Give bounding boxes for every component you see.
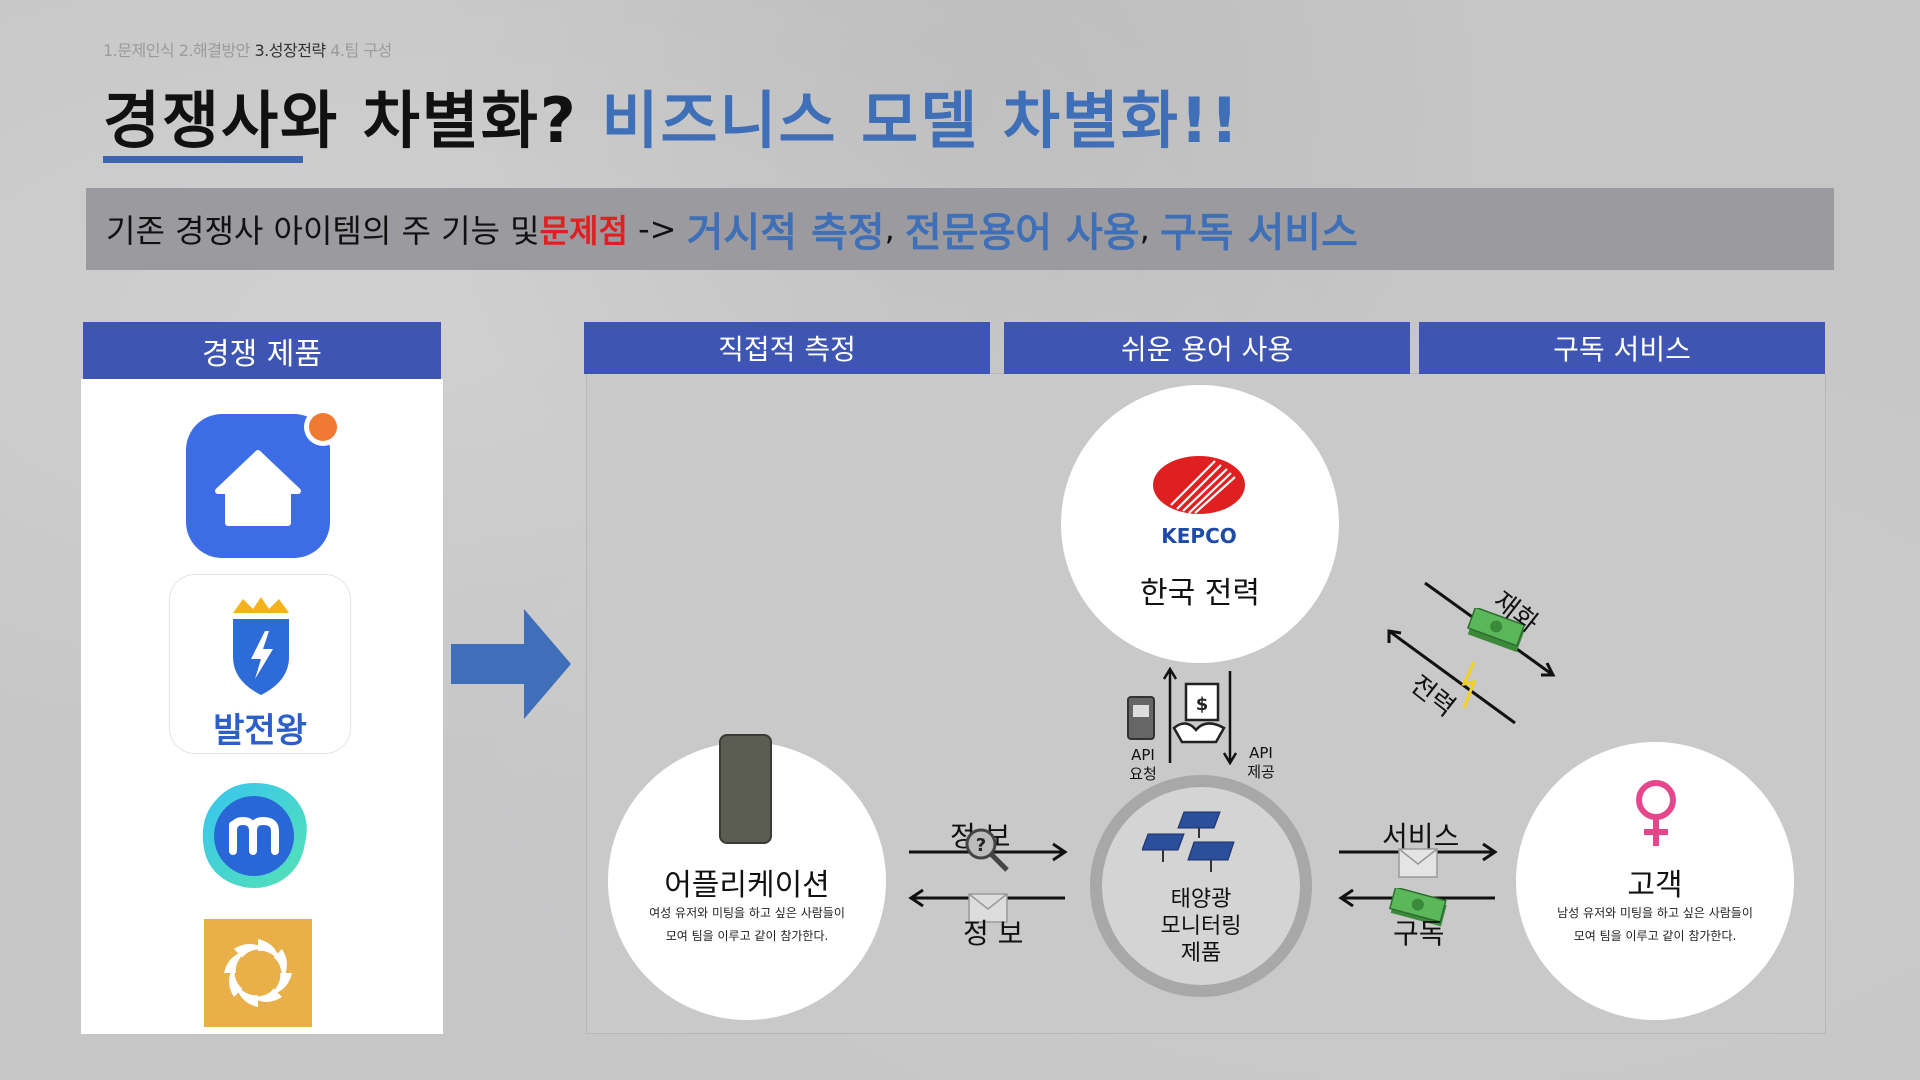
kepco-circle: KEPCO 한국 전력 <box>1061 385 1339 663</box>
money-icon <box>1466 608 1526 652</box>
summary-comma-2: , <box>1139 210 1160 248</box>
search-question-icon: ? <box>965 828 1009 872</box>
application-label: 어플리케이션 <box>664 868 830 903</box>
solar-label-line-3: 제품 <box>1180 941 1222 966</box>
api-exchange-arrows <box>1162 666 1238 765</box>
column-header-easy-terms: 쉬운 용어 사용 <box>1004 322 1410 374</box>
api-request-line-1: API <box>1131 746 1155 764</box>
smartphone-icon <box>719 734 772 844</box>
summary-item-3: 구독 서비스 <box>1159 210 1358 256</box>
subscription-label: 구독 <box>1393 917 1445 950</box>
page-title-part-1: 경쟁사와 차별화? <box>103 84 578 157</box>
female-symbol-icon <box>1636 780 1676 846</box>
summary-comma-1: , <box>884 210 905 248</box>
sun-swirl-icon <box>204 919 312 1027</box>
envelope-service-icon <box>1398 848 1438 878</box>
api-request-line-2: 요청 <box>1129 765 1157 783</box>
competitor-panel: 발전왕 <box>81 379 443 1034</box>
right-arrow-icon <box>451 609 571 719</box>
breadcrumb-step-4: 4.팀 구성 <box>330 41 392 60</box>
api-provide-line-2: 제공 <box>1247 763 1275 781</box>
solar-label-line-2: 모니터링 <box>1160 914 1242 939</box>
application-description: 여성 유저와 미팅을 하고 싶은 사람들이 모여 팀을 이루고 같이 참가한다. <box>649 906 845 943</box>
column-header-direct-measurement: 직접적 측정 <box>584 322 990 374</box>
svg-text:?: ? <box>976 835 986 856</box>
competitor-header: 경쟁 제품 <box>83 322 441 380</box>
page-title-part-2: 비즈니스 모델 차별화!! <box>601 84 1241 157</box>
kepco-logo-icon: KEPCO <box>1153 456 1245 547</box>
contract-handshake-icon: $ <box>1172 682 1226 744</box>
application-circle: 어플리케이션 여성 유저와 미팅을 하고 싶은 사람들이 모여 팀을 이루고 같… <box>608 742 886 1020</box>
breadcrumb-step-1: 1.문제인식 <box>103 41 175 60</box>
api-provide-label: API 제공 <box>1236 744 1286 782</box>
api-provide-line-1: API <box>1249 744 1273 762</box>
service-label: 서비스 <box>1382 820 1460 853</box>
solar-monitoring-label: 태양광 모니터링 제품 <box>1101 886 1301 967</box>
smart-home-app-icon <box>186 411 342 558</box>
lightning-icon <box>1461 661 1477 709</box>
page-title: 경쟁사와 차별화? 비즈니스 모델 차별화!! <box>103 70 1241 160</box>
kepco-label: 한국 전력 <box>1140 576 1260 611</box>
title-underline <box>103 156 303 163</box>
svg-text:$: $ <box>1196 694 1209 715</box>
customer-circle: 고객 남성 유저와 미팅을 하고 싶은 사람들이 모여 팀을 이루고 같이 참가… <box>1516 742 1794 1020</box>
summary-arrow: -> <box>627 210 687 248</box>
column-header-subscription: 구독 서비스 <box>1419 322 1825 374</box>
breadcrumb-step-2: 2.해결방안 <box>178 41 251 60</box>
summary-item-1: 거시적 측정 <box>686 210 885 256</box>
shield-app-name: 발전왕 <box>213 711 307 751</box>
breadcrumb-step-3: 3.성장전략 <box>254 41 327 60</box>
shield-lightning-icon <box>233 597 289 695</box>
m-logo-icon <box>202 783 307 888</box>
shield-app-tile: 발전왕 <box>169 574 351 754</box>
solar-panel-icon <box>1142 811 1235 872</box>
summary-item-2: 전문용어 사용 <box>904 210 1140 256</box>
customer-label: 고객 <box>1627 868 1683 903</box>
summary-problem: 문제점 <box>539 212 628 250</box>
summary-intro: 기존 경쟁사 아이템의 주 기능 및 <box>106 212 540 250</box>
customer-description: 남성 유저와 미팅을 하고 싶은 사람들이 모여 팀을 이루고 같이 참가한다. <box>1557 906 1753 943</box>
kepco-logo-text: KEPCO <box>1161 524 1237 547</box>
summary-bar: 기존 경쟁사 아이템의 주 기능 및 문제점 -> 거시적 측정 , 전문용어 … <box>86 188 1834 270</box>
solar-label-line-1: 태양광 <box>1170 887 1232 912</box>
info-bottom-label: 정 보 <box>963 917 1024 950</box>
breadcrumb: 1.문제인식 2.해결방안 3.성장전략 4.팀 구성 <box>103 37 392 61</box>
money-stack-icon <box>1388 888 1447 927</box>
envelope-icon <box>968 893 1008 923</box>
api-request-label: API 요청 <box>1118 746 1168 784</box>
mobile-document-icon <box>1127 696 1155 740</box>
